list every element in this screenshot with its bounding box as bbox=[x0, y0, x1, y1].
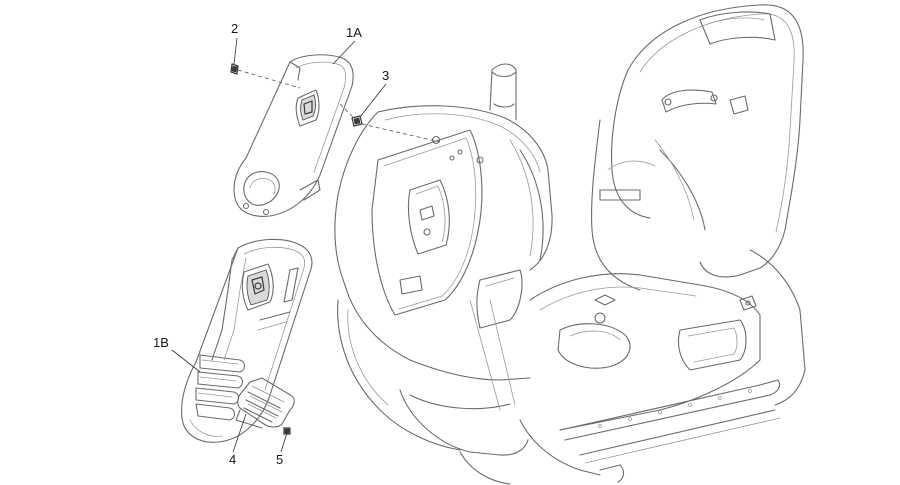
callout-1b: 1B bbox=[153, 335, 169, 350]
part-4-grille bbox=[235, 377, 295, 429]
part-3-clip bbox=[351, 115, 363, 127]
part-1a-upper-cover bbox=[233, 54, 354, 217]
callout-4: 4 bbox=[229, 452, 236, 467]
callout-1a: 1A bbox=[346, 25, 362, 40]
callout-labels: 2 1A 3 1B 4 5 bbox=[153, 21, 389, 467]
callout-3: 3 bbox=[382, 68, 389, 83]
assembly-line bbox=[237, 69, 441, 143]
scooter-body bbox=[519, 4, 806, 483]
part-2-screw bbox=[230, 63, 239, 75]
part-5-screw bbox=[283, 427, 291, 435]
leader-lines bbox=[171, 37, 387, 453]
front-leg-shield bbox=[334, 63, 553, 485]
callout-2: 2 bbox=[231, 21, 238, 36]
callout-5: 5 bbox=[276, 452, 283, 467]
part-1b-lower-cover bbox=[181, 238, 313, 443]
